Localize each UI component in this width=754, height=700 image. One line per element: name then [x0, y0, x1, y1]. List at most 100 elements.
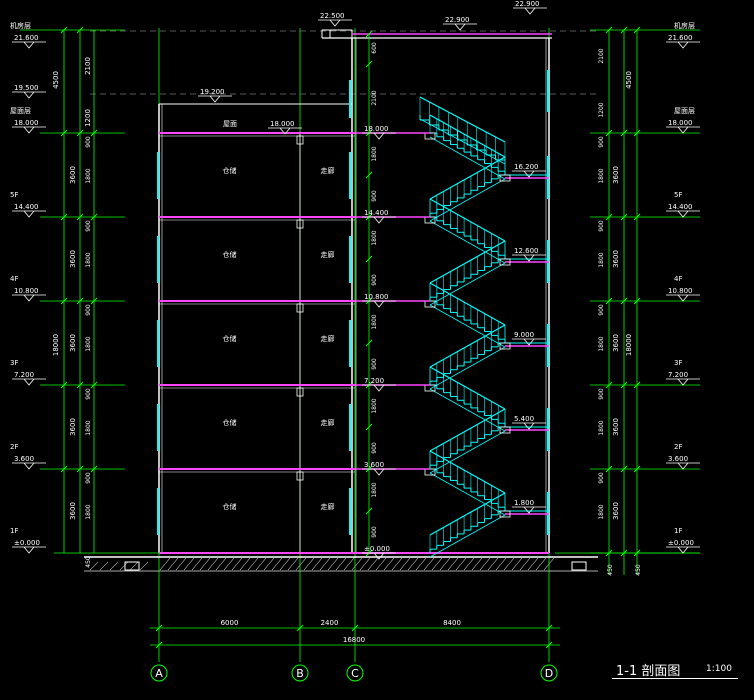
ground-hatch-stroke: [407, 557, 419, 571]
right-dim-floor-height: 3600: [612, 502, 620, 520]
ground-hatch-stroke: [423, 557, 435, 571]
right-floor-name: 4F: [674, 275, 682, 283]
right-dim-window: 1800: [598, 336, 605, 351]
ground-hatch-stroke: [295, 557, 307, 571]
ground-hatch-stroke: [439, 557, 451, 571]
ground-hatch-stroke: [129, 561, 139, 571]
dim-tick: [620, 129, 628, 137]
right-dim-floor-height: 3600: [612, 418, 620, 436]
dim-tick: [76, 465, 84, 473]
dim-tick: [620, 213, 628, 221]
ground-hatch-stroke: [191, 557, 203, 571]
stair-soffit: [429, 220, 506, 264]
dim-tick: [90, 297, 98, 305]
dim-tick: [60, 26, 68, 34]
left-floor-elevation-value: 10.800: [14, 287, 39, 295]
right-floor-name: 1F: [674, 527, 682, 535]
dim-tick: [296, 624, 304, 632]
dim-tick: [90, 129, 98, 137]
dim-tick: [351, 624, 359, 632]
left-floor-name: 屋面层: [10, 107, 31, 115]
stair-dim-flight: 1800: [371, 146, 378, 161]
ground-hatch-stroke: [431, 557, 443, 571]
landing-elevation-triangle: [523, 170, 535, 178]
ground-hatch-stroke: [335, 557, 347, 571]
ground-hatch-stroke: [447, 557, 459, 571]
drawing-title-block: 1-1 剖面图 1:100: [612, 658, 750, 684]
right-dim-sill: 900: [598, 136, 605, 148]
left-floor-elevation-triangle: [23, 41, 35, 49]
ground-hatch-stroke: [503, 557, 515, 571]
step-block: [571, 561, 587, 571]
right-floor-elevation-triangle: [677, 41, 689, 49]
room-label-corridor: 走廊: [321, 418, 335, 427]
ground-hatch-stroke: [463, 557, 475, 571]
right-dim-window: 1800: [598, 504, 605, 519]
left-dim-floor-height: 3600: [69, 166, 77, 184]
left-dim-base: 450: [85, 556, 92, 568]
stair-section: [355, 96, 549, 558]
room-label-corridor: 走廊: [321, 334, 335, 343]
dim-tick: [605, 129, 613, 137]
left-floor-elevation-triangle: [23, 546, 35, 554]
landing-elevation-value: 1.800: [514, 499, 534, 507]
drawing-title: 1-1 剖面图: [616, 664, 681, 679]
dim-tick: [60, 381, 68, 389]
room-labels: 仓储走廊仓储走廊仓储走廊仓储走廊仓储走廊屋面: [223, 120, 335, 511]
room-label-corridor: 走廊: [321, 166, 335, 175]
right-dimension-chain: 6002100180018001800180018009009009009009…: [365, 21, 700, 576]
right-floor-elevation-value: 21.600: [668, 34, 693, 42]
room-label-corridor: 走廊: [321, 250, 335, 259]
inner-elevation-triangle: [373, 216, 385, 224]
dim-tick: [76, 26, 84, 34]
right-dim-floor-height: 3600: [612, 334, 620, 352]
stair-soffit: [429, 430, 506, 474]
parapet-elevation-value: 22.500: [320, 12, 345, 20]
ground-hatch-stroke: [263, 557, 275, 571]
stair-soffit: [429, 304, 506, 348]
dim-tick: [90, 465, 98, 473]
inner-elevation-value: 3.600: [364, 461, 384, 469]
handrail: [429, 492, 506, 536]
left-dim-total: 18000: [52, 334, 60, 356]
right-dim-sill: 900: [598, 304, 605, 316]
ground-hatch-stroke: [215, 557, 227, 571]
stair-dim-parapet: 600: [371, 42, 378, 54]
room-label-storage: 仓储: [223, 502, 237, 511]
dim-tick: [633, 129, 641, 137]
dim-tick: [60, 297, 68, 305]
right-dim-window: 1800: [598, 252, 605, 267]
right-dim-window: 1800: [598, 168, 605, 183]
stair-flight-return: [429, 198, 506, 264]
ground-hatch-stroke: [535, 557, 547, 571]
ground-hatch-stroke: [247, 557, 259, 571]
axis-label-D: D: [545, 667, 553, 680]
beam-B: [296, 471, 304, 481]
stair-top-railing: [419, 96, 506, 165]
dim-tick: [633, 297, 641, 305]
right-dim-base: 450: [607, 564, 614, 576]
right-floor-elevation-triangle: [677, 462, 689, 470]
stair-dim-segment: 2100: [371, 90, 378, 105]
bottom-dim-total: 16800: [343, 636, 365, 644]
ground-hatch-stroke: [139, 561, 149, 571]
dim-tick: [633, 465, 641, 473]
left-floor-name: 机房层: [10, 21, 31, 30]
ground-hatch-stroke: [399, 557, 411, 571]
ground-hatch-stroke: [511, 557, 523, 571]
right-floor-elevation-value: 14.400: [668, 203, 693, 211]
dim-tick: [90, 381, 98, 389]
left-floor-name: 3F: [10, 359, 18, 367]
inner-elevation-triangle: [373, 384, 385, 392]
right-dim-sill: 900: [598, 472, 605, 484]
stair-flight-up: [429, 492, 506, 558]
dim-tick: [620, 297, 628, 305]
ground-hatch-stroke: [223, 557, 235, 571]
right-floor-name: 3F: [674, 359, 682, 367]
ground-hatch-stroke: [99, 561, 109, 571]
dim-tick: [620, 381, 628, 389]
ground-hatch-stroke: [327, 557, 339, 571]
elevation-marks: ±0.0003.6007.20010.80014.40018.0001.8005…: [198, 0, 547, 560]
